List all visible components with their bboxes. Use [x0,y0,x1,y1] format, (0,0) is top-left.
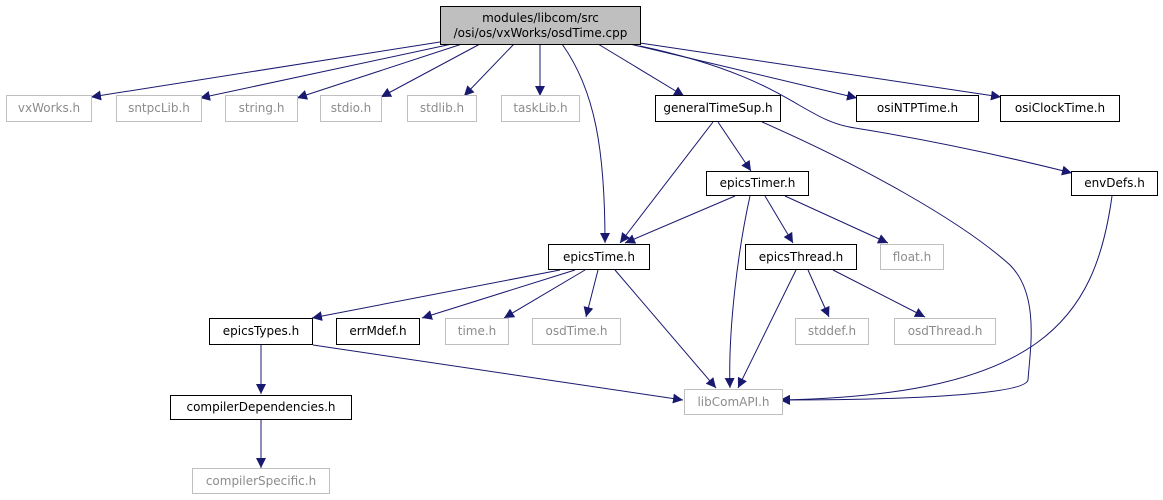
node-float-h[interactable]: float.h [880,244,944,270]
node-compilerdependencies-h[interactable]: compilerDependencies.h [170,395,352,420]
edge-epicstimer-h-to-float-h [784,195,889,244]
edge-envdefs-h-to-libcomapi-h [779,195,1113,405]
edge-osdtime-cpp-to-stdlib-h [463,43,515,97]
edge-epicsthread-h-to-libcomapi-h [737,269,797,389]
edge-osdtime-cpp-to-osiclocktime-h [639,42,1002,101]
node-stddef-h[interactable]: stddef.h [795,318,869,345]
node-osdtime-h[interactable]: osdTime.h [532,318,621,345]
node-stdlib-h[interactable]: stdlib.h [407,95,477,122]
node-osdthread-h[interactable]: osdThread.h [894,318,996,345]
edge-epicstime-h-to-time-h [503,269,586,319]
edge-generaltimesup-h-to-epicstime-h [619,121,714,244]
node-envdefs-h[interactable]: envDefs.h [1071,171,1158,196]
node-epicsthread-h[interactable]: epicsThread.h [745,244,857,270]
edge-epicstime-h-to-errmdef-h [421,269,576,320]
node-tasklib-h[interactable]: taskLib.h [501,95,580,122]
edge-epicstimer-h-to-epicsthread-h [764,195,794,244]
edge-epicstime-h-to-osdtime-h [583,269,599,318]
edge-osdtime-cpp-to-envdefs-h [639,45,1073,176]
node-sntpclib-h[interactable]: sntpcLib.h [116,95,202,122]
node-libcomapi-h[interactable]: libComAPI.h [684,389,783,415]
edge-epicstime-h-to-epicstypes-h [311,269,561,322]
edge-osdtime-cpp-to-osintptime-h [629,43,858,101]
edge-epicstimer-h-to-libcomapi-h [724,195,751,389]
edge-generaltimesup-h-to-epicstimer-h [717,121,752,172]
node-osdtime-cpp[interactable]: modules/libcom/src /osi/os/vxWorks/osdTi… [440,6,641,45]
node-osdtime-cpp-line-2: /osi/os/vxWorks/osdTime.cpp [453,25,628,40]
node-vxworks-h[interactable]: vxWorks.h [6,95,92,122]
edge-osdtime-cpp-to-generaltimesup-h [597,43,685,97]
node-osdtime-cpp-line-1: modules/libcom/src [482,10,599,25]
edge-osdtime-cpp-to-epicstime-h [561,43,610,244]
node-epicstime-h[interactable]: epicsTime.h [548,244,650,270]
node-compilerspecific-h[interactable]: compilerSpecific.h [192,468,330,494]
node-errmdef-h[interactable]: errMdef.h [336,318,420,345]
edge-osdtime-cpp-to-string-h [296,43,463,100]
edge-epicsthread-h-to-osdthread-h [832,269,926,318]
node-osintptime-h[interactable]: osiNTPTime.h [856,95,979,122]
edge-epicstimer-h-to-epicstime-h [624,195,736,244]
node-osiclocktime-h[interactable]: osiClockTime.h [1000,95,1120,122]
edge-osdtime-cpp-to-sntpclib-h [199,43,453,101]
node-stdio-h[interactable]: stdio.h [320,95,382,122]
edge-epicsthread-h-to-stddef-h [807,269,830,318]
node-string-h[interactable]: string.h [225,95,298,122]
edge-generaltimesup-h-to-libcomapi-h [761,121,1032,405]
edge-epicstime-h-to-libcomapi-h [614,269,717,389]
node-epicstypes-h[interactable]: epicsTypes.h [209,318,313,345]
edge-epicstypes-h-to-libcomapi-h [312,344,684,404]
edge-osdtime-cpp-to-stdio-h [380,43,481,98]
node-generaltimesup-h[interactable]: generalTimeSup.h [655,95,781,122]
node-time-h[interactable]: time.h [445,318,509,345]
edge-osdtime-cpp-to-vxworks-h [90,41,441,101]
node-epicstimer-h[interactable]: epicsTimer.h [706,171,809,196]
